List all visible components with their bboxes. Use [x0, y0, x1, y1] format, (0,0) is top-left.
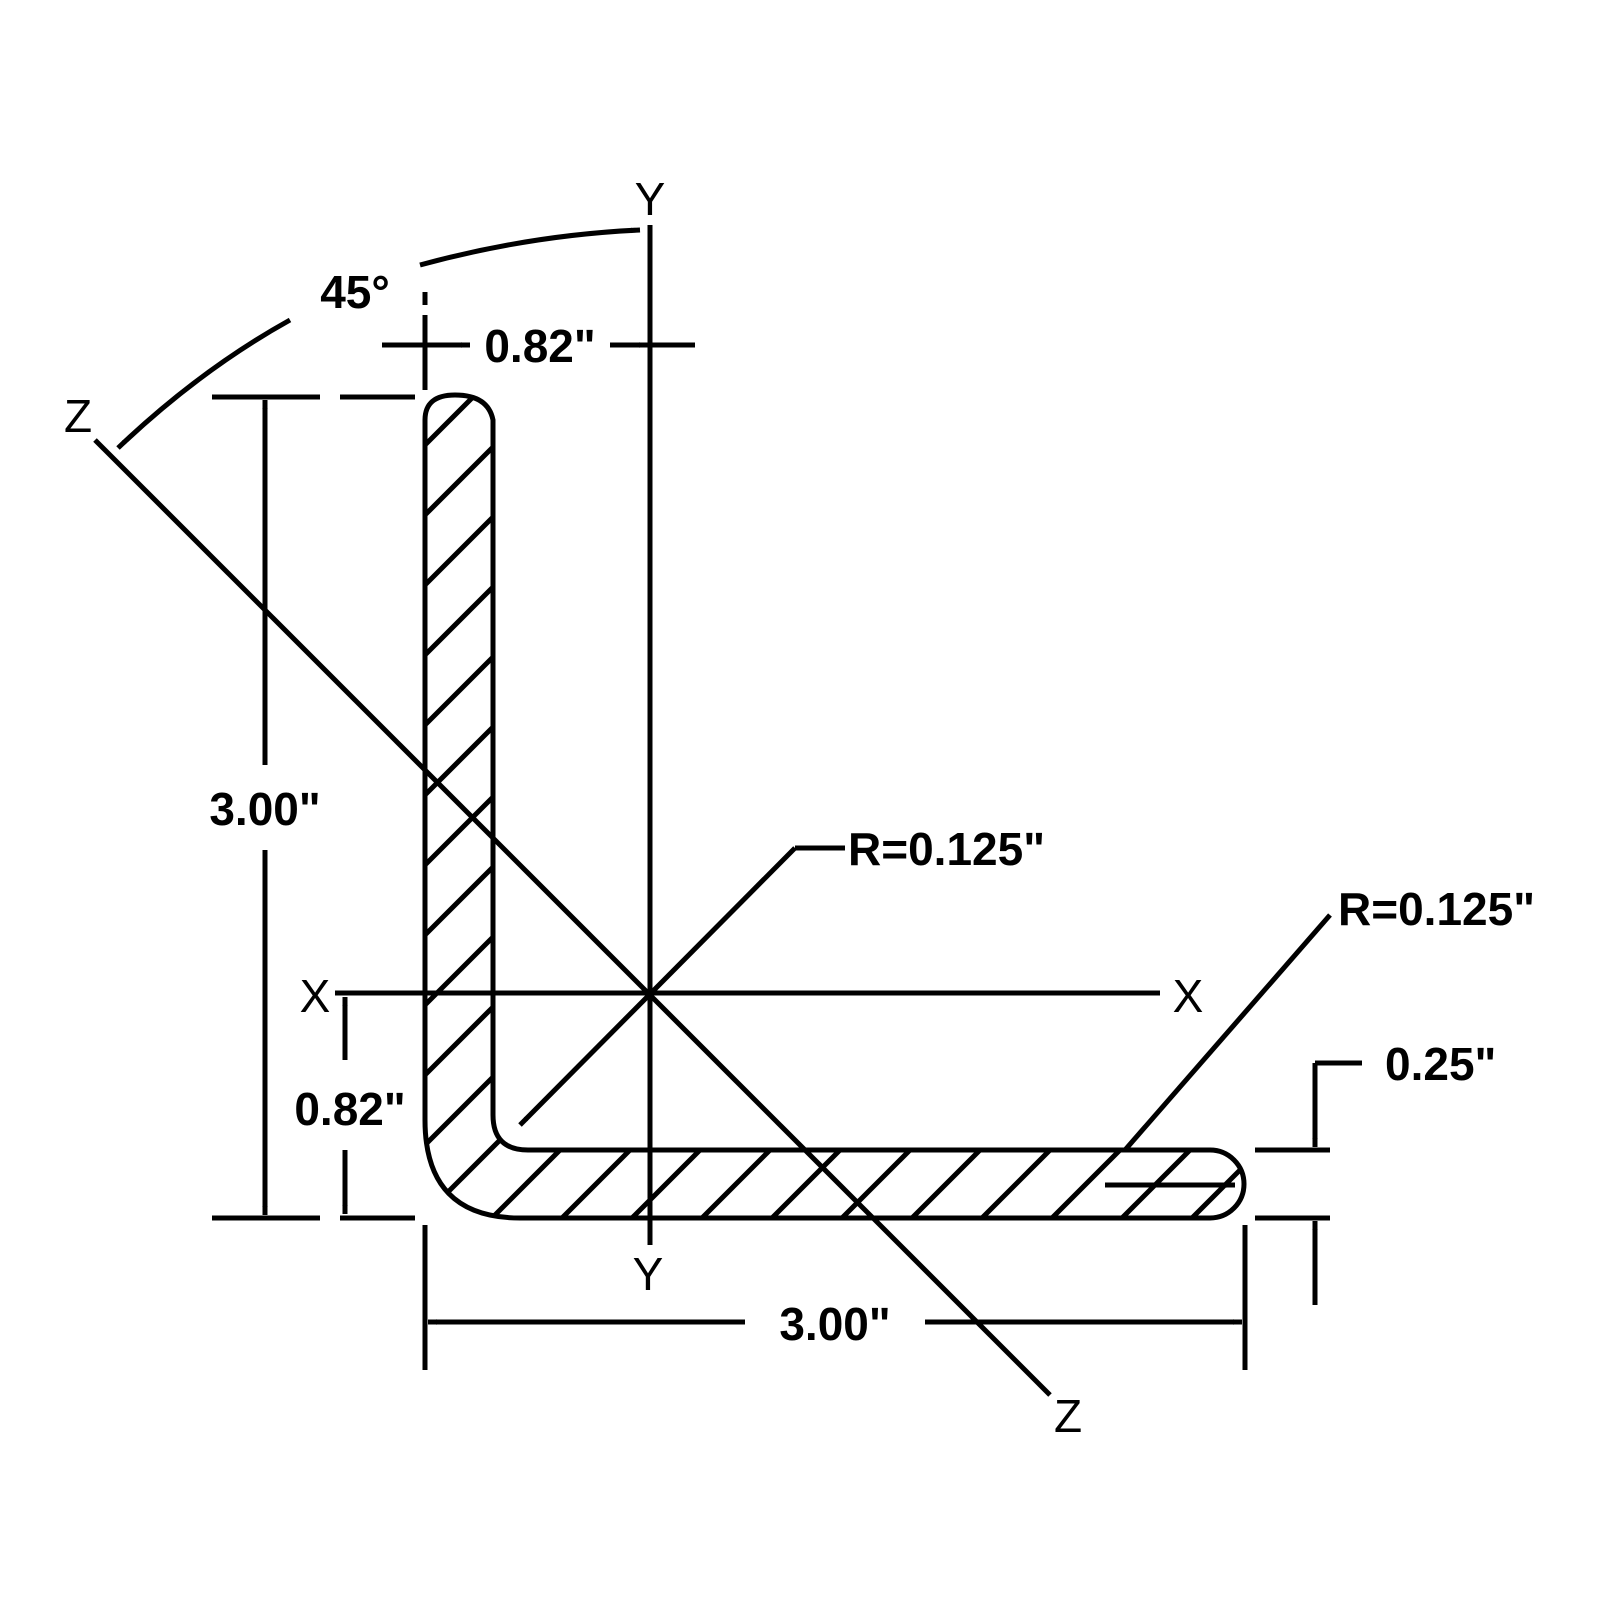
- angle-arc-upper: [419, 227, 641, 268]
- centroid-x-offset-label: 0.82": [484, 320, 595, 372]
- y-axis-label-bottom: Y: [633, 1248, 664, 1300]
- inner-radius-label: R=0.125": [848, 823, 1045, 875]
- tip-radius-leader: [1123, 913, 1332, 1152]
- z-axis-label-top: Z: [64, 390, 92, 442]
- thickness-label: 0.25": [1385, 1038, 1496, 1090]
- section-hatching: [425, 395, 1244, 1218]
- x-axis-label-right: X: [1173, 970, 1204, 1022]
- centroid-y-offset-label: 0.82": [294, 1083, 405, 1135]
- z-axis-label-bottom: Z: [1054, 1390, 1082, 1442]
- inner-radius-leader: [518, 846, 797, 1127]
- leg-width-label: 3.00": [779, 1298, 890, 1350]
- angle-label: 45°: [320, 266, 390, 318]
- y-axis-label-top: Y: [635, 173, 666, 225]
- tip-radius-label: R=0.125": [1338, 883, 1535, 935]
- x-axis-label-left: X: [300, 970, 331, 1022]
- z-axis-line: [93, 438, 1052, 1397]
- leg-height-label: 3.00": [209, 783, 320, 835]
- angle-section-outline: [422, 392, 1247, 1221]
- angle-arc-lower: [116, 317, 292, 450]
